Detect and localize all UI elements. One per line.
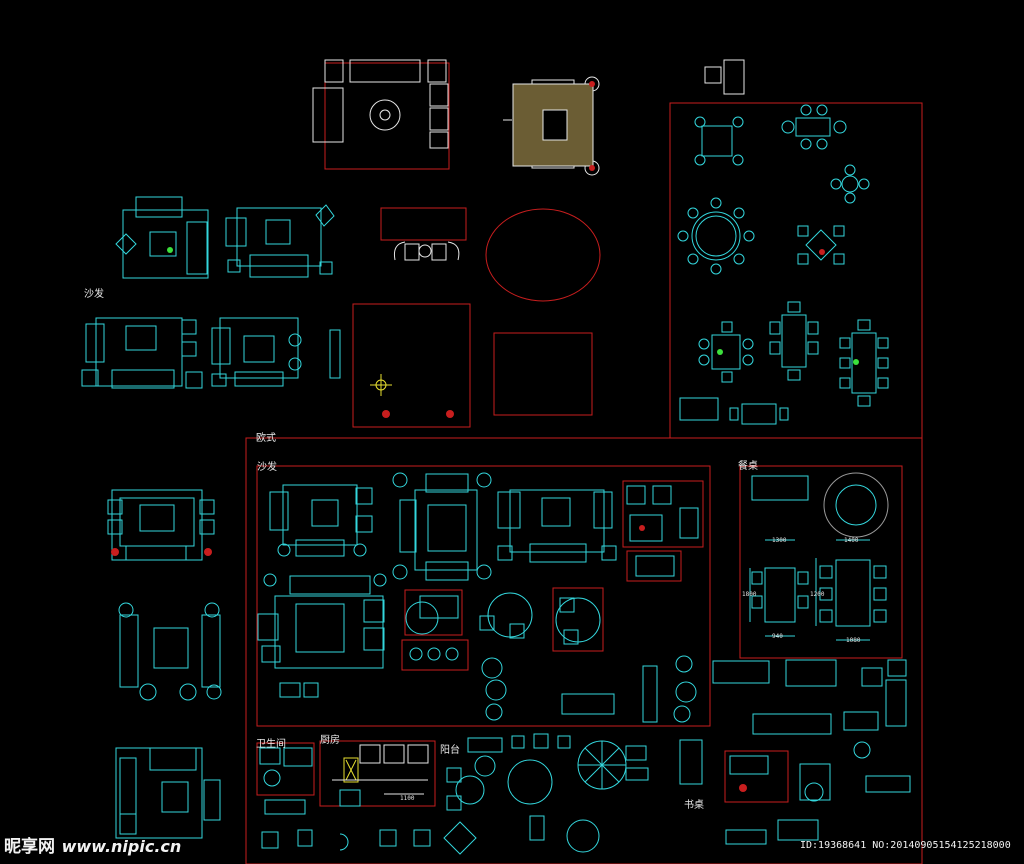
accent-marks: [111, 81, 825, 792]
label-bathroom: 卫生间: [256, 739, 286, 750]
dining-area-top-right: [677, 104, 889, 425]
cyan-sofa-groups: [81, 196, 341, 839]
watermark-site-url: www.nipic.cn: [61, 837, 182, 856]
watermark-id: ID:19368641 NO:20140905154125218000: [800, 840, 1011, 851]
dim-940: 940: [772, 633, 783, 640]
layout-frames: [245, 62, 923, 864]
label-sofa-2: 沙发: [257, 462, 277, 473]
bottom-furniture: [259, 659, 911, 855]
yellow-cursor: [370, 374, 392, 396]
label-kitchen: 厨房: [320, 735, 340, 746]
dining-set-european: [749, 472, 889, 641]
watermark-site-main: 昵享网: [4, 837, 55, 857]
dimension-labels: 1300 1400 1800 1200 940 1080 1100: [400, 537, 861, 802]
green-marks: [167, 247, 859, 365]
label-european: 欧式: [256, 433, 276, 444]
kitchen-block: [332, 744, 429, 795]
dim-1800: 1800: [742, 591, 757, 598]
label-balcony: 阳台: [440, 745, 460, 756]
dim-1100: 1100: [400, 795, 415, 802]
european-sofa-set: [257, 472, 699, 723]
label-dining: 餐桌: [738, 461, 758, 472]
dim-1300: 1300: [772, 537, 787, 544]
dim-1200: 1200: [810, 591, 825, 598]
dim-1080: 1080: [846, 637, 861, 644]
dim-1400: 1400: [844, 537, 859, 544]
label-desk: 书桌: [684, 800, 704, 811]
label-sofa-1: 沙发: [84, 289, 104, 300]
watermark-site: 昵享网 www.nipic.cn: [4, 832, 181, 857]
